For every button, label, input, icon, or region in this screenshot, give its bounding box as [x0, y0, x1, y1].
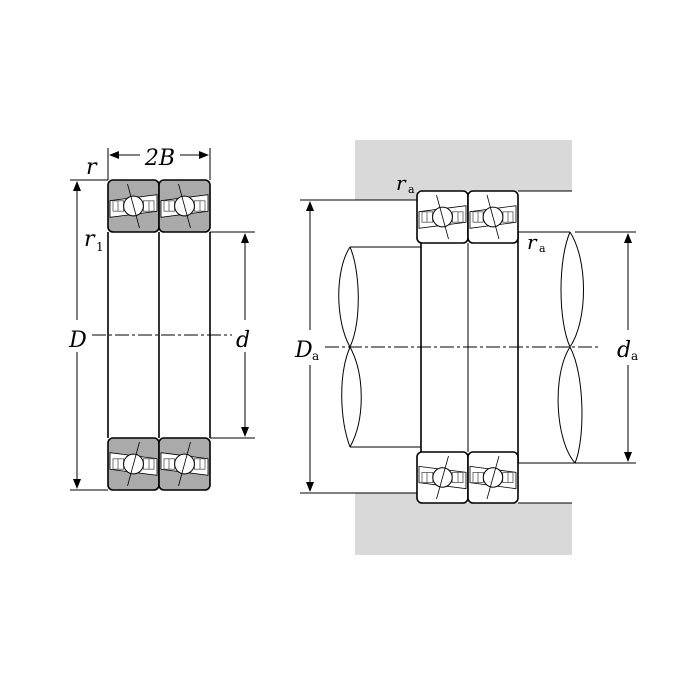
label-r1: r 1 [84, 227, 104, 254]
dimension-Da: D a [294, 199, 355, 494]
bearing-cell [107, 437, 160, 491]
label-2B: 2B [144, 146, 175, 171]
svg-text:a: a [539, 242, 546, 255]
shaft [325, 190, 600, 504]
label-D: D [68, 328, 87, 353]
dimension-D: D [68, 179, 108, 491]
bearing-cell [467, 451, 519, 504]
label-d: d [236, 328, 250, 353]
bearing-cell [107, 179, 160, 233]
bearing-section-left [92, 179, 232, 491]
dimension-2B: 2B [107, 146, 211, 180]
dimension-da: d a [575, 231, 638, 464]
svg-text:a: a [408, 183, 415, 196]
bearing-cell [158, 437, 211, 491]
svg-text:D: D [294, 338, 313, 363]
label-r: r [86, 155, 98, 180]
bearing-cell [416, 451, 469, 504]
bearing-cell [158, 179, 211, 233]
svg-text:1: 1 [96, 240, 104, 254]
svg-text:r: r [527, 230, 538, 254]
dimension-d: d [210, 231, 255, 439]
svg-text:r: r [396, 171, 407, 195]
bearing-cell [467, 190, 519, 244]
housing [355, 140, 572, 555]
label-ra-housing: r a [396, 171, 415, 196]
svg-text:a: a [312, 349, 319, 363]
svg-text:d: d [617, 338, 631, 363]
bearing-cell [416, 190, 469, 244]
svg-text:r: r [84, 227, 96, 252]
label-ra-shaft: r a [527, 230, 546, 255]
svg-text:a: a [631, 349, 638, 363]
